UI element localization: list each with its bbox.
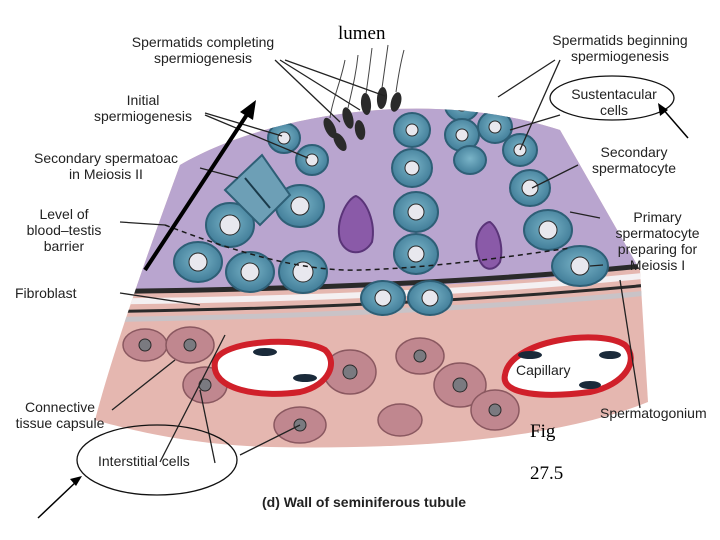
capillary-left [211, 338, 334, 397]
sperm-heads [323, 87, 402, 152]
sperm-tails [329, 44, 405, 119]
spermatogonium-label: Spermatogonium [600, 405, 707, 421]
connective-capsule-label: Connective tissue capsule [15, 399, 105, 431]
leader-lines [111, 59, 641, 464]
lumen-direction-arrow [143, 100, 256, 272]
secondary-spermatocyte-label: Secondary spermatocyte [591, 144, 677, 176]
fibroblast-label: Fibroblast [15, 285, 77, 301]
blood-testis-barrier-label: Level of blood–testis barrier [26, 206, 102, 254]
basal-cells [173, 209, 609, 316]
highlight-oval-interstitial [76, 424, 238, 496]
lumen-label: lumen [338, 23, 386, 44]
nuclei [188, 108, 590, 307]
capillary-label: Capillary [516, 362, 571, 378]
spermatids-completing-label: Spermatids completing spermiogenesis [131, 34, 275, 66]
fig-label: Fig [530, 421, 556, 442]
pointer-arrow-interstitial [37, 476, 82, 519]
pointer-arrow-sustentacular [658, 103, 689, 139]
tissue-wedge [95, 108, 648, 448]
fig-number-label: 27.5 [530, 463, 564, 484]
spermatids-beginning-label: Spermatids beginning spermiogenesis [552, 32, 688, 64]
meiosis-ii-cell [223, 153, 292, 227]
initial-spermiogenesis-label: Initial spermiogenesis [93, 92, 193, 124]
sustentacular-cells-label: Sustentacular cells [571, 86, 657, 118]
interstitial-cells-label: Interstitial cells [98, 453, 190, 469]
secondary-meiosis-label: Secondary spermatoac in Meiosis II [34, 150, 178, 182]
capillary-right [501, 334, 634, 398]
highlight-oval-sustentacular [549, 75, 675, 121]
blood-testis-barrier-line [164, 224, 571, 271]
sustentacular-nuclei [337, 194, 503, 270]
primary-spermatocyte-label: Primary spermatocyte preparing for Meios… [615, 209, 700, 273]
figure-caption: (d) Wall of seminiferous tubule [262, 494, 467, 510]
